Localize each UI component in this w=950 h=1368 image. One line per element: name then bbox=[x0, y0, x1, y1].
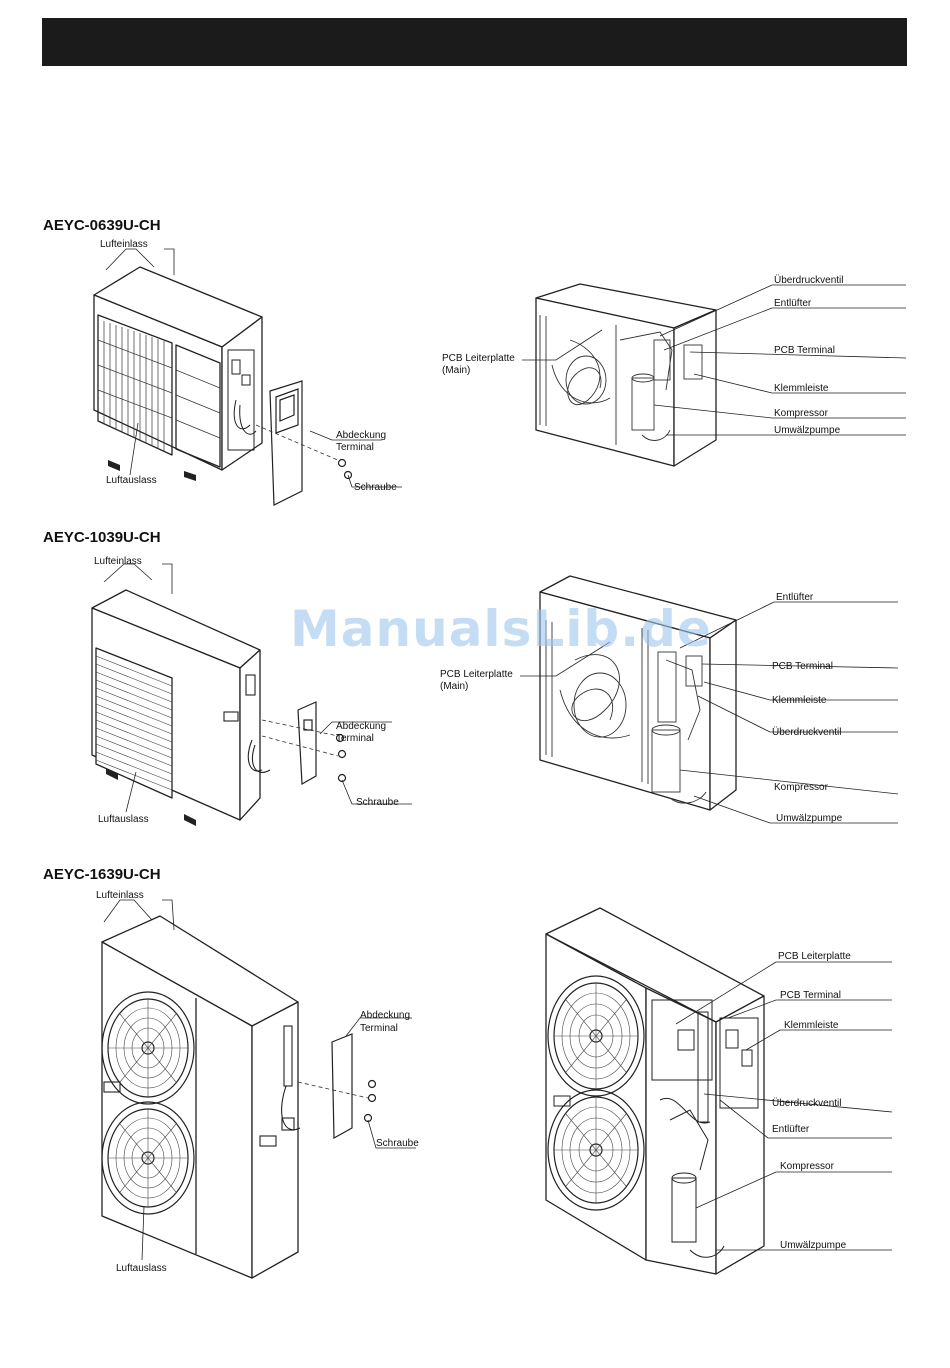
overpressure-valve-label: Überdruckventil bbox=[774, 274, 843, 286]
exterior-drawing-1639: Lufteinlass Luftauslass Abdeckung Termin… bbox=[96, 890, 419, 1279]
air-outlet-label: Luftauslass bbox=[106, 475, 157, 486]
screw-label: Schraube bbox=[356, 797, 399, 808]
interior-drawing-1639: PCB Leiterplatte PCB Terminal Klemmleist… bbox=[545, 907, 893, 1275]
model-title-0639: AEYC-0639U-CH bbox=[43, 217, 161, 234]
exterior-drawing-1039: Lufteinlass Luftauslass Abdeckung Termin… bbox=[91, 556, 412, 826]
pcb-label: PCB Leiterplatte bbox=[778, 951, 851, 962]
compressor-label: Kompressor bbox=[774, 782, 829, 793]
interior-drawing-0639: PCB Leiterplatte (Main) Überdruckventil … bbox=[442, 274, 907, 467]
air-vent-label: Entlüfter bbox=[772, 1124, 810, 1135]
pcb-label-line1: PCB Leiterplatte bbox=[442, 353, 515, 364]
circulation-pump-label: Umwälzpumpe bbox=[780, 1240, 847, 1251]
circulation-pump-label: Umwälzpumpe bbox=[774, 425, 841, 436]
model-title-1639: AEYC-1639U-CH bbox=[43, 866, 161, 883]
circulation-pump-label: Umwälzpumpe bbox=[776, 813, 843, 824]
interior-drawing-1039: PCB Leiterplatte (Main) Entlüfter PCB Te… bbox=[440, 575, 899, 824]
model-title-1039: AEYC-1039U-CH bbox=[43, 529, 161, 546]
exterior-drawing-0639: Lufteinlass Luftauslass Abdeckung Termin… bbox=[93, 239, 402, 506]
overpressure-valve-label: Überdruckventil bbox=[772, 1097, 841, 1109]
pcb-label-line2: (Main) bbox=[440, 681, 468, 692]
terminal-label: Terminal bbox=[336, 442, 374, 453]
pcb-label-line2: (Main) bbox=[442, 365, 470, 376]
air-vent-label: Entlüfter bbox=[774, 298, 812, 309]
cover-label: Abdeckung bbox=[336, 721, 386, 732]
air-outlet-label: Luftauslass bbox=[98, 814, 149, 825]
header-bar bbox=[42, 18, 907, 66]
compressor-label: Kompressor bbox=[780, 1161, 835, 1172]
air-inlet-label: Lufteinlass bbox=[100, 239, 148, 250]
cover-label: Abdeckung bbox=[360, 1010, 410, 1021]
terminal-label: Terminal bbox=[360, 1023, 398, 1034]
compressor-label: Kompressor bbox=[774, 408, 829, 419]
pcb-terminal-label: PCB Terminal bbox=[780, 990, 841, 1001]
pcb-terminal-label: PCB Terminal bbox=[774, 345, 835, 356]
terminal-label: Terminal bbox=[336, 733, 374, 744]
terminal-block-label: Klemmleiste bbox=[774, 383, 829, 394]
air-inlet-label: Lufteinlass bbox=[94, 556, 142, 567]
air-inlet-label: Lufteinlass bbox=[96, 890, 144, 901]
cover-label: Abdeckung bbox=[336, 430, 386, 441]
pcb-terminal-label: PCB Terminal bbox=[772, 661, 833, 672]
air-vent-label: Entlüfter bbox=[776, 592, 814, 603]
pcb-label-line1: PCB Leiterplatte bbox=[440, 669, 513, 680]
overpressure-valve-label: Überdruckventil bbox=[772, 726, 841, 738]
screw-label: Schraube bbox=[354, 482, 397, 493]
screw-label: Schraube bbox=[376, 1138, 419, 1149]
watermark: ManualsLib.de bbox=[290, 600, 712, 658]
terminal-block-label: Klemmleiste bbox=[772, 695, 827, 706]
air-outlet-label: Luftauslass bbox=[116, 1263, 167, 1274]
terminal-block-label: Klemmleiste bbox=[784, 1020, 839, 1031]
